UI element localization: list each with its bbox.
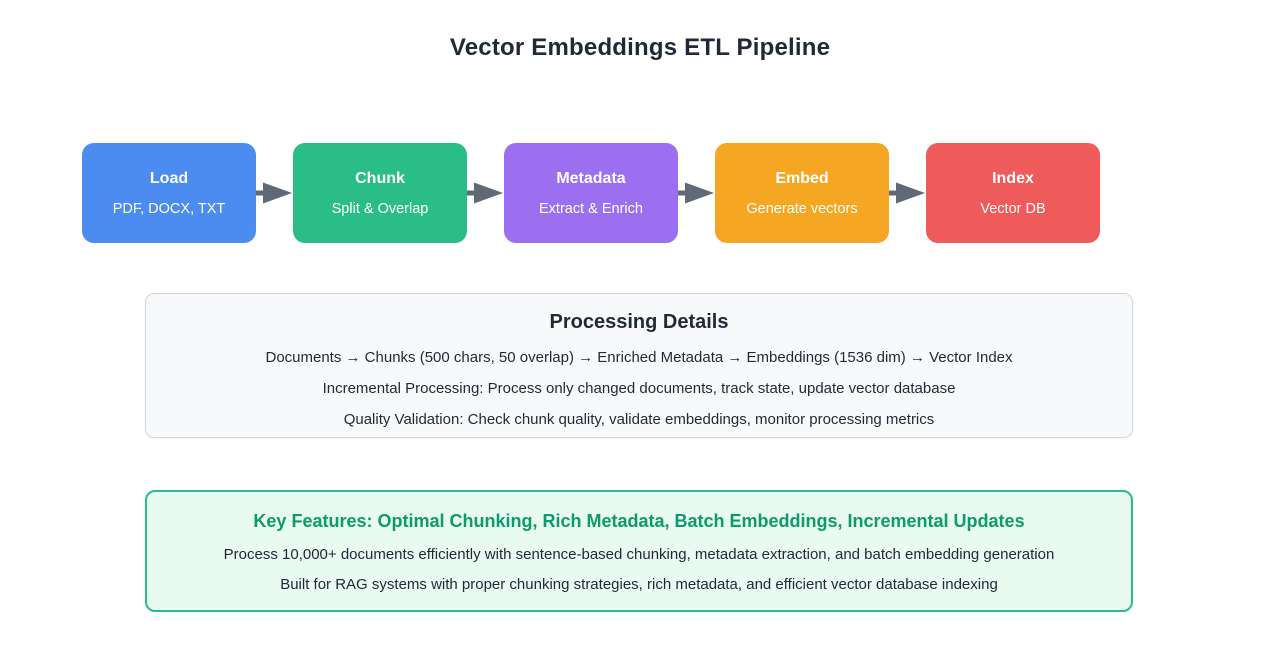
stage-chunk-sublabel: Split & Overlap <box>331 200 429 217</box>
stage-chunk: Chunk Split & Overlap <box>293 143 467 243</box>
flow-arrow-icon <box>678 182 714 204</box>
quality-validation-line: Quality Validation: Check chunk quality,… <box>343 411 935 428</box>
stage-embed-label: Embed <box>775 169 829 187</box>
key-features-title: Key Features: Optimal Chunking, Rich Met… <box>253 511 1025 531</box>
processing-details-panel: Processing Details Documents → Chunks (5… <box>145 293 1133 438</box>
stage-load-label: Load <box>149 169 189 187</box>
stage-embed: Embed Generate vectors <box>715 143 889 243</box>
processing-flow-line: Documents → Chunks (500 chars, 50 overla… <box>265 349 1013 366</box>
key-features-line-1: Process 10,000+ documents efficiently wi… <box>223 546 1055 563</box>
flow-arrow-icon <box>256 182 292 204</box>
flow-arrow-icon <box>889 182 925 204</box>
stage-index: Index Vector DB <box>926 143 1100 243</box>
stage-metadata-label: Metadata <box>556 169 626 187</box>
key-features-panel: Key Features: Optimal Chunking, Rich Met… <box>145 490 1133 612</box>
key-features-line-2: Built for RAG systems with proper chunki… <box>280 576 998 593</box>
stage-index-sublabel: Vector DB <box>980 200 1046 217</box>
stage-load-sublabel: PDF, DOCX, TXT <box>112 200 226 217</box>
stage-load: Load PDF, DOCX, TXT <box>82 143 256 243</box>
stage-metadata-sublabel: Extract & Enrich <box>539 200 643 217</box>
pipeline-flow: Load PDF, DOCX, TXT Chunk Split & Overla… <box>82 143 1100 243</box>
stage-metadata: Metadata Extract & Enrich <box>504 143 678 243</box>
flow-arrow-icon <box>467 182 503 204</box>
stage-chunk-label: Chunk <box>355 169 405 187</box>
stage-index-label: Index <box>992 169 1034 187</box>
stage-embed-sublabel: Generate vectors <box>746 200 858 217</box>
processing-details-title: Processing Details <box>549 311 729 333</box>
page-title: Vector Embeddings ETL Pipeline <box>449 34 831 61</box>
incremental-processing-line: Incremental Processing: Process only cha… <box>322 380 956 397</box>
